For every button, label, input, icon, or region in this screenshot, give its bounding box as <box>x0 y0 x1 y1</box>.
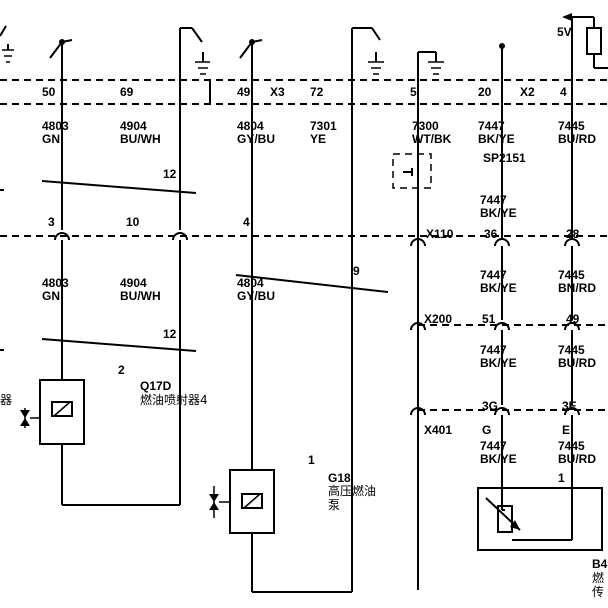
circuit-num: 4904 <box>120 276 147 290</box>
connector-label: X200 <box>424 312 452 326</box>
pin-label: 10 <box>126 215 140 229</box>
pin-label: 50 <box>42 85 56 99</box>
circuit-color: GN <box>42 132 60 146</box>
sensor-b4 <box>477 487 603 551</box>
pin-label: 3 <box>48 215 55 229</box>
injector-id: Q17D <box>140 379 172 393</box>
circuit-num: 7447 <box>480 268 507 282</box>
main-wires <box>61 17 573 593</box>
circuit-num: 4904 <box>120 119 147 133</box>
circuit-color: BU/RD <box>558 356 596 370</box>
pump-name-1: 高压燃油 <box>328 483 376 498</box>
circuit-num: 7447 <box>478 119 505 133</box>
circuit-num: 7445 <box>558 343 585 357</box>
pin-label: 3G <box>482 399 498 413</box>
pump-pin: 1 <box>308 453 315 467</box>
circuit-color: GN <box>42 289 60 303</box>
connector-label: X110 <box>426 227 454 241</box>
pin-label: 51 <box>482 312 496 326</box>
injector-pin: 2 <box>118 363 125 377</box>
circuit-num: 4804 <box>237 276 264 290</box>
left-cut-label: 器 <box>0 393 12 407</box>
pin-label: G <box>482 423 491 437</box>
voltage-5v-label: 5V <box>557 25 572 39</box>
connector-x2-label: X2 <box>520 85 535 99</box>
connector-label: X401 <box>424 423 452 437</box>
circuit-num: 7445 <box>558 119 585 133</box>
circuit-color: YE <box>310 132 326 146</box>
circuit-color: GY/BU <box>237 289 275 303</box>
pump-g18 <box>209 469 275 534</box>
circuit-num: 7447 <box>480 439 507 453</box>
connector-terminals <box>54 232 580 416</box>
pin-label: 4 <box>243 215 250 229</box>
circuit-color: BU/RD <box>558 452 596 466</box>
pin-label: 20 <box>478 85 492 99</box>
sensor-id: B4 <box>592 557 608 571</box>
twist-label: 9 <box>353 264 360 278</box>
circuit-num: 4803 <box>42 276 69 290</box>
circuit-color: BK/YE <box>480 206 517 220</box>
sensor-name-1: 燃 <box>592 570 604 585</box>
labels: 5V 50 69 49 X3 72 5 20 X2 4 4803 GN 4904… <box>0 25 608 599</box>
pin-label: E <box>562 423 570 437</box>
circuit-num: 4803 <box>42 119 69 133</box>
splice-label: SP2151 <box>483 151 526 165</box>
circuit-color: BK/YE <box>480 452 517 466</box>
circuit-color: BU/RD <box>558 132 596 146</box>
pin-label: 28 <box>566 227 580 241</box>
circuit-color: BN/RD <box>558 281 596 295</box>
circuit-num: 7300 <box>412 119 439 133</box>
twist-label: 12 <box>163 327 177 341</box>
pin-label: 69 <box>120 85 134 99</box>
circuit-num: 7445 <box>558 268 585 282</box>
pump-name-2: 泵 <box>328 498 340 512</box>
injector-name: 燃油喷射器4 <box>140 392 208 407</box>
circuit-color: BU/WH <box>120 289 161 303</box>
pin-label: 72 <box>310 85 324 99</box>
circuit-color: GY/BU <box>237 132 275 146</box>
connector-x3-label: X3 <box>270 85 285 99</box>
circuit-color: BK/YE <box>478 132 515 146</box>
splice-sp2151 <box>392 153 432 189</box>
pin-label: 3E <box>562 399 577 413</box>
circuit-color: BU/WH <box>120 132 161 146</box>
circuit-num: 7301 <box>310 119 337 133</box>
twist-label: 12 <box>163 167 177 181</box>
pin-label: 49 <box>566 312 580 326</box>
sensor-name-2: 传 <box>592 584 604 599</box>
pin-label: 4 <box>560 85 567 99</box>
circuit-color: BK/YE <box>480 281 517 295</box>
circuit-num: 4804 <box>237 119 264 133</box>
circuit-num: 7445 <box>558 439 585 453</box>
twisted-pair-marks <box>0 180 389 352</box>
pin-label: 49 <box>237 85 251 99</box>
top-ground-switches <box>0 13 608 75</box>
circuit-num: 7447 <box>480 193 507 207</box>
pump-id: G18 <box>328 471 351 485</box>
sensor-pin: 1 <box>558 471 565 485</box>
pin-label: 5 <box>410 85 417 99</box>
circuit-color: BK/YE <box>480 356 517 370</box>
injector-q17d <box>20 379 85 445</box>
circuit-color: WT/BK <box>412 132 452 146</box>
pin-label: 36 <box>484 227 498 241</box>
circuit-num: 7447 <box>480 343 507 357</box>
